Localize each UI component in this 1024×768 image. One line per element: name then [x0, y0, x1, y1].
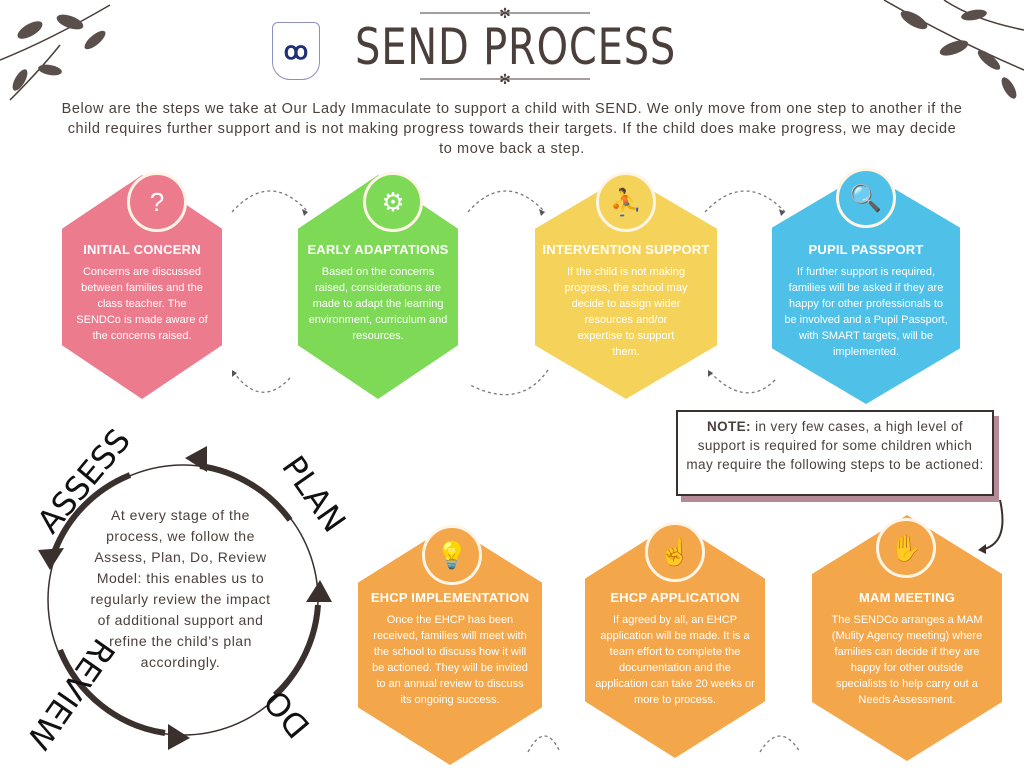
step-text: Concerns are discussed between families …	[76, 266, 208, 342]
step-text: Based on the concerns raised, considerat…	[308, 266, 448, 342]
step-text: Once the EHCP has been received, familie…	[372, 614, 528, 706]
svg-text:✻: ✻	[499, 72, 511, 86]
lightbulb-gear-icon: 💡	[422, 525, 482, 585]
note-label: NOTE:	[706, 419, 751, 434]
step-title: EARLY ADAPTATIONS	[307, 242, 449, 257]
helping-climb-icon: ⛹	[596, 172, 656, 232]
svg-text:✻: ✻	[499, 6, 511, 20]
title-ornament-top-icon: ✻	[420, 6, 590, 20]
title-ornament-bottom-icon: ✻	[420, 72, 590, 86]
step-text: If the child is not making progress, the…	[564, 266, 688, 358]
touch-form-icon: ☝	[645, 522, 705, 582]
question-thought-icon: ?	[127, 172, 187, 232]
step-text: If further support is required, families…	[784, 266, 948, 358]
school-logo: ꝏ	[272, 22, 320, 80]
document-search-icon: 🔍	[836, 168, 896, 228]
team-hands-icon: ✋	[876, 518, 936, 578]
step-title: EHCP APPLICATION	[610, 590, 740, 605]
step-title: EHCP IMPLEMENTATION	[370, 590, 530, 605]
step-title: MAM MEETING	[858, 590, 956, 605]
page-title: SEND PROCESS	[355, 18, 677, 76]
leaves-decoration-right-icon	[883, 0, 1024, 99]
step-title: INTERVENTION SUPPORT	[542, 242, 710, 257]
leaves-decoration-left-icon	[0, 4, 111, 101]
cycle-diagram	[38, 446, 332, 750]
cycle-description: At every stage of the process, we follow…	[90, 507, 271, 670]
note-box: NOTE: in very few cases, a high level of…	[676, 410, 994, 496]
intro-text: Below are the steps we take at Our Lady …	[61, 101, 963, 157]
gears-hands-icon: ⚙	[363, 172, 423, 232]
note-text: in very few cases, a high level of suppo…	[686, 419, 984, 472]
step-title: PUPIL PASSPORT	[808, 242, 924, 257]
step-text: If agreed by all, an EHCP application wi…	[595, 614, 755, 706]
step-title: INITIAL CONCERN	[83, 242, 201, 257]
step-text: The SENDCo arranges a MAM (Mulity Agency…	[831, 614, 983, 706]
